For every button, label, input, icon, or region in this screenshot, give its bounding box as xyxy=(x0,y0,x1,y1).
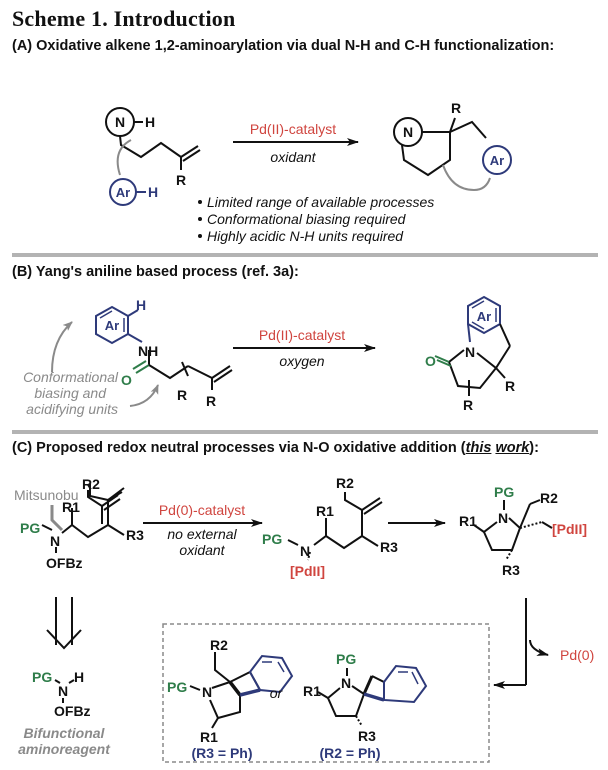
c-r1-label: R1 xyxy=(62,499,80,515)
heading-work: work xyxy=(495,440,530,456)
nh-h-label: H xyxy=(145,114,155,130)
product-left xyxy=(189,652,294,729)
b-r1-label: R xyxy=(177,387,187,403)
reagent-ofbz-label: OFBz xyxy=(54,703,91,719)
int-r1-label: R1 xyxy=(316,503,334,519)
c-ofbz-label: OFBz xyxy=(46,555,83,571)
cyc-r3-label: R3 xyxy=(502,562,520,578)
right-condition-label: (R2 = Ph) xyxy=(319,745,380,761)
reagent-pg-label: PG xyxy=(32,669,52,685)
right-r1-label: R1 xyxy=(303,683,321,699)
heading-this: this xyxy=(465,440,492,456)
b-product-o-label: O xyxy=(425,353,436,369)
arrow-c1-below-1: no external xyxy=(167,526,237,542)
reagent-h-label: H xyxy=(74,669,84,685)
product-ar-label: Ar xyxy=(490,153,504,168)
arrow-b-oxygen: oxygen xyxy=(279,353,324,369)
r-label: R xyxy=(176,172,186,188)
mitsunobu-label: Mitsunobu xyxy=(14,487,79,503)
limitations-list: Limited range of available processes Con… xyxy=(198,194,434,244)
bullet-3: Highly acidic N-H units required xyxy=(207,228,404,244)
arrow-c1-catalyst: Pd(0)-catalyst xyxy=(159,502,245,518)
products-box xyxy=(162,623,490,763)
pd-release-arrow xyxy=(493,639,549,689)
b-product-r2-label: R xyxy=(463,397,473,413)
c-r3-label: R3 xyxy=(126,527,144,543)
left-condition-label: (R3 = Ph) xyxy=(191,745,252,761)
b-product-ar-label: Ar xyxy=(477,309,491,324)
right-pg-label: PG xyxy=(336,651,356,667)
section-c-reactant-chain xyxy=(87,490,121,524)
right-r3-label: R3 xyxy=(358,728,376,744)
left-n-label: N xyxy=(202,684,212,700)
section-b-product xyxy=(434,295,511,396)
reagent-caption-1: Bifunctional xyxy=(24,725,106,741)
bullet-1: Limited range of available processes xyxy=(207,194,434,210)
arrow-a-oxidant: oxidant xyxy=(270,149,316,165)
or-label: or xyxy=(270,685,284,701)
c-n-label: N xyxy=(50,533,60,549)
int-pd-label: [PdII] xyxy=(290,563,325,579)
c-r2-label: R2 xyxy=(82,476,100,492)
section-b-reactant xyxy=(51,305,233,407)
cyc-n-label: N xyxy=(498,510,508,526)
arrow-c1-below-2: oxidant xyxy=(179,542,225,558)
biasing-note: Conformational biasing and acidifying un… xyxy=(23,369,119,417)
note-line-1: Conformational xyxy=(23,369,119,385)
section-c-intermediate xyxy=(287,492,383,561)
b-nh-label: NH xyxy=(138,343,158,359)
note-line-2: biasing and xyxy=(34,385,107,401)
n-label: N xyxy=(115,114,125,130)
reagent-structure xyxy=(54,679,75,703)
b-product-r1-label: R xyxy=(505,378,515,394)
cyc-pd-label: [PdII] xyxy=(552,521,587,537)
left-pg-label: PG xyxy=(167,679,187,695)
reagent-n-label: N xyxy=(58,683,68,699)
product-n-label: N xyxy=(403,124,413,140)
int-r3-label: R3 xyxy=(380,539,398,555)
section-a-heading: (A) Oxidative alkene 1,2-aminoarylation … xyxy=(12,38,555,54)
int-n-label: N xyxy=(300,543,310,559)
left-r2-label: R2 xyxy=(210,637,228,653)
retrosynthetic-arrow xyxy=(46,597,82,650)
bullet-2: Conformational biasing required xyxy=(207,211,407,227)
arrow-b-catalyst: Pd(II)-catalyst xyxy=(259,327,345,343)
cyc-r2-label: R2 xyxy=(540,490,558,506)
product-r-label: R xyxy=(451,100,461,116)
section-divider-2 xyxy=(12,430,598,434)
section-c-cyclized xyxy=(473,499,553,685)
right-n-label: N xyxy=(341,675,351,691)
b-product-n-label: N xyxy=(465,344,475,360)
int-pg-label: PG xyxy=(262,531,282,547)
b-h-label: H xyxy=(136,297,146,313)
scheme-title: Scheme 1. Introduction xyxy=(12,6,236,31)
arrow-a-catalyst: Pd(II)-catalyst xyxy=(250,121,336,137)
note-line-3: acidifying units xyxy=(26,401,118,417)
section-a-product xyxy=(393,117,512,192)
product-right xyxy=(317,664,428,727)
section-b-heading: (B) Yang's aniline based process (ref. 3… xyxy=(12,264,299,280)
b-o-label: O xyxy=(121,372,132,388)
b-r2-label: R xyxy=(206,393,216,409)
b-ar-label: Ar xyxy=(105,318,119,333)
section-divider-1 xyxy=(12,253,598,257)
heading-text: (C) Proposed redox neutral processes via… xyxy=(12,440,466,456)
heading-end: ): xyxy=(529,440,539,456)
pd0-label: Pd(0) xyxy=(560,647,594,663)
c-pg-label: PG xyxy=(20,520,40,536)
left-r1-label: R1 xyxy=(200,729,218,745)
int-r2-label: R2 xyxy=(336,475,354,491)
ar-label: Ar xyxy=(116,185,130,200)
reagent-caption-2: aminoreagent xyxy=(18,741,111,757)
cyc-pg-label: PG xyxy=(494,484,514,500)
section-c-heading: (C) Proposed redox neutral processes via… xyxy=(12,440,539,456)
ar-h-label: H xyxy=(148,184,158,200)
cyc-r1-label: R1 xyxy=(459,513,477,529)
section-a-reactant xyxy=(105,107,201,206)
